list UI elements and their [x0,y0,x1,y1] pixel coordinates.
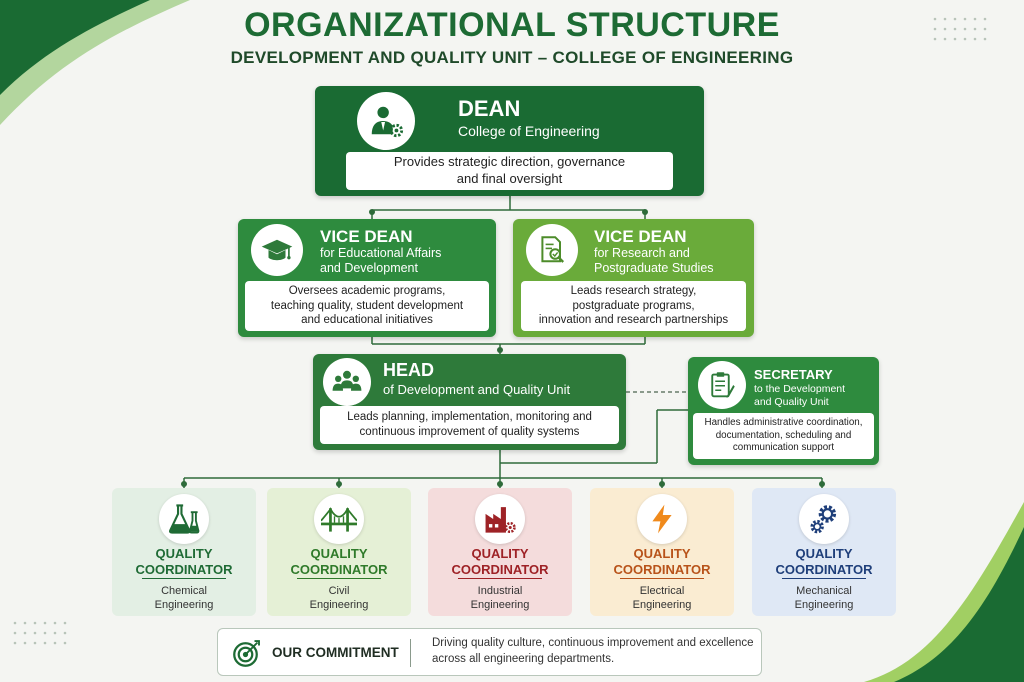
research-document-icon [541,236,565,263]
coordinator-icon-circle [475,494,525,544]
page-subtitle: DEVELOPMENT AND QUALITY UNIT – COLLEGE O… [230,48,794,67]
vice-dean-research-card: VICE DEAN for Research and Postgraduate … [513,219,754,337]
secretary-subtitle: to the Development and Quality Unit [754,383,846,408]
vice-dean-research-icon-circle [526,224,578,276]
lightning-icon [652,504,672,534]
coordinator-divider [142,578,226,579]
coordinator-divider [782,578,866,579]
bottom-left-dots [13,621,67,645]
coordinator-card-mechanical: QUALITY COORDINATOR Mechanical Engineeri… [752,488,896,616]
target-icon [233,640,260,667]
dean-subtitle: College of Engineering [458,123,600,139]
vice-dean-education-title: VICE DEAN [320,227,413,246]
coordinator-title: QUALITY COORDINATOR [451,546,549,577]
coordinator-card-electrical: QUALITY COORDINATOR Electrical Engineeri… [590,488,734,616]
coordinator-department: Mechanical Engineering [794,585,854,612]
vice-dean-education-card: VICE DEAN for Educational Affairs and De… [238,219,496,337]
coordinator-divider [458,578,542,579]
head-subtitle: of Development and Quality Unit [383,382,571,397]
secretary-description: Handles administrative coordination, doc… [693,413,874,459]
person-gear-icon [371,106,404,138]
commitment-divider [410,639,411,667]
secretary-title: SECRETARY [754,367,833,382]
head-icon-circle [323,358,371,406]
coordinator-department: Industrial Engineering [470,585,530,612]
vice-dean-research-description: Leads research strategy, postgraduate pr… [521,281,746,331]
secretary-card: SECRETARY to the Development and Quality… [688,357,879,465]
vice-dean-education-description: Oversees academic programs, teaching qua… [245,281,489,331]
coordinator-divider [620,578,704,579]
coordinator-card-civil: QUALITY COORDINATOR Civil Engineering [267,488,411,616]
graduation-cap-icon [261,239,293,261]
coordinator-icon-circle [799,494,849,544]
coordinator-title: QUALITY COORDINATOR [775,546,873,577]
coordinator-card-chemical: QUALITY COORDINATOR Chemical Engineering [112,488,256,616]
dean-description: Provides strategic direction, governance… [346,152,673,190]
commitment-bar: OUR COMMITMENT Driving quality culture, … [217,628,762,676]
coordinator-card-industrial: QUALITY COORDINATOR Industrial Engineeri… [428,488,572,616]
coordinator-title: QUALITY COORDINATOR [613,546,711,577]
gears-icon [810,505,837,534]
coordinator-title: QUALITY COORDINATOR [135,546,233,577]
dean-card: DEAN College of Engineering Provides str… [315,86,704,196]
page-title: ORGANIZATIONAL STRUCTURE [244,6,780,44]
coordinator-divider [297,578,381,579]
clipboard-icon [711,372,735,398]
dean-title: DEAN [458,96,521,121]
vice-dean-research-subtitle: for Research and Postgraduate Studies [594,246,714,275]
commitment-label: OUR COMMITMENT [272,645,399,660]
team-icon [332,370,362,391]
commitment-text: Driving quality culture, continuous impr… [432,637,754,665]
coordinator-department: Chemical Engineering [154,585,214,612]
secretary-icon-circle [698,361,746,409]
factory-icon [485,507,516,534]
vice-dean-research-title: VICE DEAN [594,227,687,246]
head-description: Leads planning, implementation, monitori… [320,406,619,444]
coordinator-title: QUALITY COORDINATOR [290,546,388,577]
coordinator-department: Civil Engineering [309,585,369,612]
vice-dean-education-subtitle: for Educational Affairs and Development [320,246,442,275]
flask-icon [169,504,200,534]
coordinator-icon-circle [159,494,209,544]
coordinator-department: Electrical Engineering [632,585,692,612]
bridge-icon [321,507,357,532]
head-title: HEAD [383,360,435,380]
coordinator-icon-circle [314,494,364,544]
dean-icon-circle [357,92,415,150]
head-card: HEAD of Development and Quality Unit Lea… [313,354,626,450]
coordinator-icon-circle [637,494,687,544]
vice-dean-education-icon-circle [251,224,303,276]
